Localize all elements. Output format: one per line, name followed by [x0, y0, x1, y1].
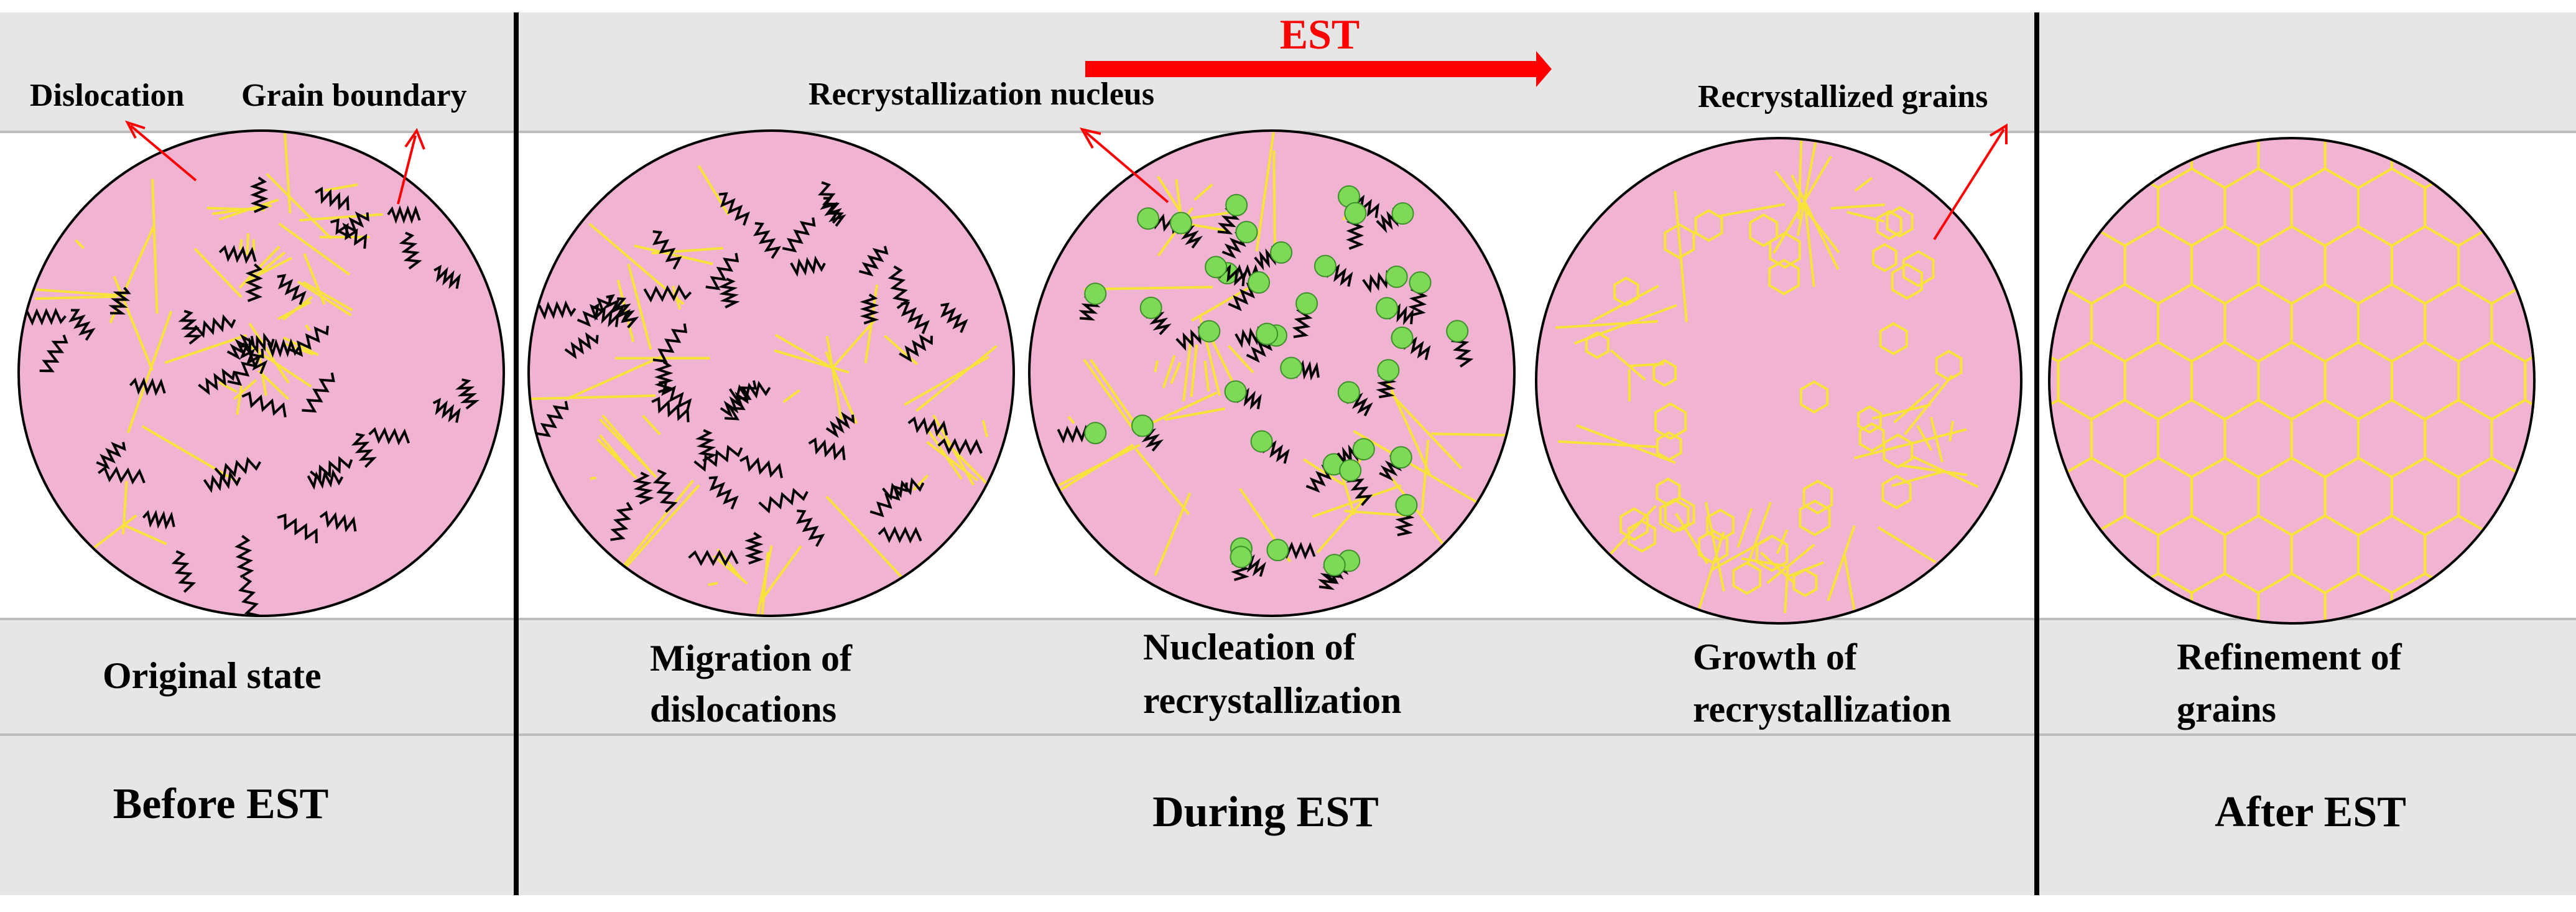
state-label-nucleation-2: recrystallization	[1143, 680, 1401, 721]
phase-label-during: During EST	[1152, 788, 1379, 836]
annotation-dislocation: Dislocation	[30, 78, 185, 113]
annotation-recrystallization-nucleus: Recrystallization nucleus	[808, 77, 1154, 112]
circle-original-state	[17, 129, 505, 617]
state-label-refinement-1: Refinement of	[2177, 636, 2402, 677]
state-label-original: Original state	[103, 655, 322, 696]
est-arrow	[1085, 51, 1552, 87]
state-label-refinement-2: grains	[2177, 689, 2276, 730]
circle-nucleation-of-recrystallization	[1028, 129, 1516, 617]
state-label-nucleation-1: Nucleation of	[1143, 626, 1356, 668]
state-label-migration-1: Migration of	[650, 638, 853, 679]
circle-migration-of-dislocations	[527, 129, 1015, 617]
state-label-growth-2: recrystallization	[1693, 689, 1951, 730]
state-label-band	[0, 619, 2576, 735]
phase-label-after: After EST	[2215, 788, 2406, 836]
circle-growth-of-recrystallization	[1535, 137, 2022, 625]
state-label-migration-2: dislocations	[650, 689, 836, 730]
annotation-grain-boundary: Grain boundary	[241, 78, 467, 113]
est-arrow-label: EST	[1280, 11, 1360, 58]
annotation-pointers	[124, 120, 2008, 241]
annotation-recrystallized-grains: Recrystallized grains	[1698, 79, 1988, 114]
state-label-growth-1: Growth of	[1693, 636, 1858, 677]
phase-label-before: Before EST	[113, 780, 329, 828]
phase-label-band	[0, 735, 2576, 895]
